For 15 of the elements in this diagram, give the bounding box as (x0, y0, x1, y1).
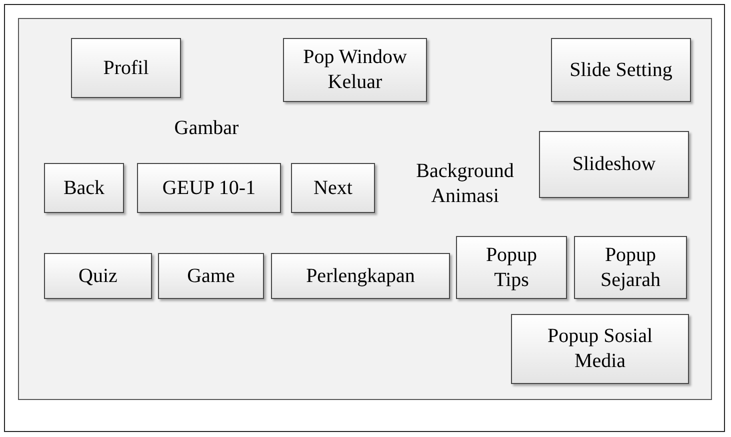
menu-button: Back (44, 163, 124, 213)
menu-button: Slideshow (539, 131, 689, 198)
menu-button: Popup Sejarah (574, 236, 687, 299)
menu-button: Pop Window Keluar (283, 38, 427, 102)
menu-button: Popup Sosial Media (511, 314, 689, 384)
caption-text: Background Animasi (415, 159, 515, 209)
caption-text: Gambar (173, 116, 240, 141)
menu-button: Popup Tips (456, 236, 567, 299)
menu-button: Next (291, 163, 375, 213)
menu-button: Perlengkapan (271, 253, 450, 299)
menu-button: Slide Setting (551, 38, 691, 102)
menu-button: Quiz (44, 253, 152, 299)
menu-button: GEUP 10-1 (137, 163, 281, 213)
menu-button: Game (158, 253, 264, 299)
menu-button: Profil (71, 38, 181, 98)
